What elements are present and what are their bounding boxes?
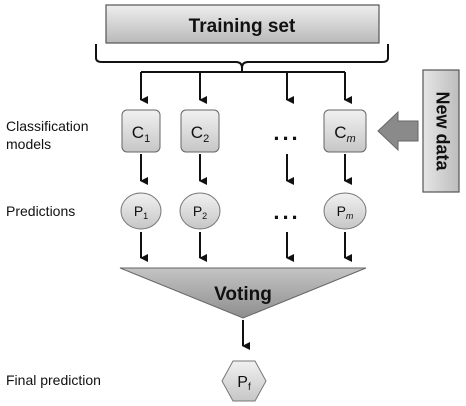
- classifier-m-text: Cm: [334, 123, 355, 145]
- classifier-ellipsis: ...: [273, 120, 300, 145]
- classifier-box-m: Cm: [323, 109, 367, 153]
- arrows-to-classifiers: [140, 72, 352, 104]
- final-prediction-text: Pf: [237, 374, 251, 393]
- classification-models-label: Classification models: [6, 117, 88, 153]
- classification-label-line1: Classification: [6, 118, 89, 134]
- prediction-m: Pm: [323, 192, 367, 230]
- classifier-box-1: C1: [121, 109, 161, 153]
- final-prediction-hexagon: Pf: [221, 360, 267, 402]
- prediction-1: P1: [120, 192, 162, 230]
- arrows-to-voting: [140, 232, 352, 262]
- prediction-1-text: P1: [134, 203, 148, 221]
- new-data-arrow: [377, 110, 419, 152]
- training-set-text: Training set: [189, 16, 296, 37]
- voting-triangle: Voting: [119, 267, 367, 319]
- classifier-1-text: C1: [132, 123, 150, 145]
- final-prediction-label: Final prediction: [6, 372, 101, 388]
- training-bracket: [95, 44, 389, 70]
- new-data-text: New data: [432, 91, 452, 171]
- prediction-2-text: P2: [193, 203, 207, 221]
- prediction-m-text: Pm: [337, 203, 354, 221]
- classifier-box-2: C2: [180, 109, 220, 153]
- prediction-ellipsis: ...: [273, 199, 300, 224]
- training-set-box: Training set: [105, 4, 380, 44]
- arrows-to-predictions: [140, 154, 352, 185]
- classification-label-line2: models: [6, 136, 52, 152]
- classifier-2-text: C2: [191, 123, 209, 145]
- predictions-label: Predictions: [6, 203, 76, 219]
- voting-text: Voting: [214, 284, 272, 305]
- prediction-2: P2: [179, 192, 221, 230]
- new-data-box: New data: [422, 69, 460, 193]
